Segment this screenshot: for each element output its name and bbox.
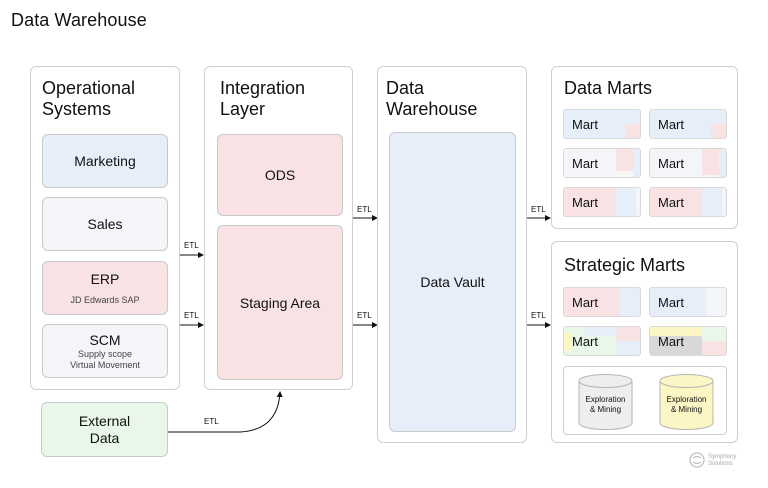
mart-tile[interactable]: Mart xyxy=(563,148,641,178)
panel-title: Operational Systems xyxy=(42,78,136,119)
box-label: Staging Area xyxy=(239,294,321,311)
database-cylinder-icon xyxy=(659,374,714,430)
data-marts-panel: Data Marts Mart Mart Mart Mart Mart Mart xyxy=(551,66,738,229)
mart-label: Mart xyxy=(572,195,598,210)
etl-arrow-external xyxy=(168,391,283,433)
mart-tile[interactable]: Mart xyxy=(649,148,727,178)
box-label: Data Vault xyxy=(420,274,485,290)
staging-area-box[interactable]: Staging Area xyxy=(217,225,343,380)
mart-label: Mart xyxy=(658,295,684,310)
page-title: Data Warehouse xyxy=(11,10,147,30)
etl-label: ETL xyxy=(357,311,372,320)
data-warehouse-panel: Data Warehouse Data Vault xyxy=(377,66,527,443)
mart-tile[interactable]: Mart xyxy=(563,187,641,217)
source-sales[interactable]: Sales xyxy=(42,197,168,251)
box-label: Sales xyxy=(87,216,123,232)
etl-label: ETL xyxy=(531,311,546,320)
logo-text: Solutions xyxy=(708,461,733,467)
etl-label: ETL xyxy=(184,241,199,250)
operational-systems-panel: Operational Systems Marketing Sales ERP … xyxy=(30,66,180,390)
mart-tile[interactable]: Mart xyxy=(649,326,727,356)
logo-mark-icon xyxy=(689,452,705,468)
etl-label: ETL xyxy=(531,205,546,214)
exploration-mining-cylinder[interactable]: Exploration & Mining xyxy=(659,373,714,431)
external-data-box[interactable]: External Data xyxy=(41,402,168,457)
mart-tile[interactable]: Mart xyxy=(563,287,641,317)
mart-tile[interactable]: Mart xyxy=(563,109,641,139)
box-sublabel: Supply scope Virtual Movement xyxy=(70,348,140,370)
mart-tile[interactable]: Mart xyxy=(563,326,641,356)
mart-label: Mart xyxy=(572,295,598,310)
cylinder-label: Exploration & Mining xyxy=(585,395,626,414)
etl-label: ETL xyxy=(204,417,219,426)
mart-label: Mart xyxy=(658,156,684,171)
source-marketing[interactable]: Marketing xyxy=(42,134,168,188)
panel-title: Strategic Marts xyxy=(564,255,686,275)
panel-title: Integration Layer xyxy=(220,78,306,119)
mart-label: Mart xyxy=(572,156,598,171)
etl-label: ETL xyxy=(357,205,372,214)
integration-layer-panel: Integration Layer ODS Staging Area xyxy=(204,66,353,390)
mart-tile[interactable]: Mart xyxy=(649,109,727,139)
cylinder-label: Exploration & Mining xyxy=(666,395,707,414)
ods-box[interactable]: ODS xyxy=(217,134,343,216)
logo-text: Symphony xyxy=(708,454,737,460)
mart-label: Mart xyxy=(572,117,598,132)
box-label: ERP xyxy=(90,270,120,287)
exploration-mining-group: Exploration & Mining Exploration & Minin… xyxy=(563,366,727,435)
box-label: Marketing xyxy=(74,153,136,169)
panel-title: Data Warehouse xyxy=(386,78,478,119)
data-vault-box[interactable]: Data Vault xyxy=(389,132,516,432)
etl-label: ETL xyxy=(184,311,199,320)
box-label: SCM xyxy=(89,331,121,348)
mart-label: Mart xyxy=(572,334,598,349)
mart-label: Mart xyxy=(658,334,684,349)
database-cylinder-icon xyxy=(578,374,633,430)
strategic-marts-panel: Strategic Marts Mart Mart Mart Mart Expl… xyxy=(551,241,738,443)
exploration-mining-cylinder[interactable]: Exploration & Mining xyxy=(578,373,633,431)
box-label: External Data xyxy=(78,412,131,446)
box-label: ODS xyxy=(264,167,296,183)
mart-label: Mart xyxy=(658,195,684,210)
mart-label: Mart xyxy=(658,117,684,132)
mart-tile[interactable]: Mart xyxy=(649,287,727,317)
company-logo: Symphony Solutions xyxy=(689,450,751,470)
panel-title: Data Marts xyxy=(564,78,653,98)
source-erp[interactable]: ERP JD Edwards SAP xyxy=(42,261,168,315)
mart-tile[interactable]: Mart xyxy=(649,187,727,217)
box-sublabel: JD Edwards SAP xyxy=(70,294,140,305)
source-scm[interactable]: SCM Supply scope Virtual Movement xyxy=(42,324,168,378)
